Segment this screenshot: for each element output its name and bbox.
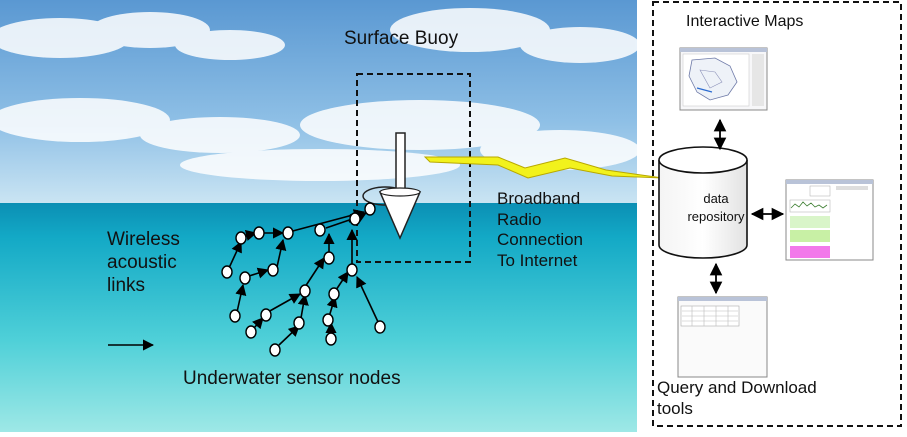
query-download-label: Query and Download tools xyxy=(657,378,817,419)
broadband-radio-label: Broadband Radio Connection To Internet xyxy=(497,189,583,272)
lightning-bolt-icon xyxy=(423,156,664,179)
broadband-line: Broadband xyxy=(497,189,581,208)
tools-line: tools xyxy=(657,398,693,418)
links-line: links xyxy=(107,275,146,297)
wireless-acoustic-links-label: Wireless acoustic links xyxy=(107,228,180,298)
query-tool-thumbnail[interactable] xyxy=(677,296,768,378)
data-repository-label: data repository xyxy=(676,190,756,225)
wireless-line: Wireless xyxy=(107,229,180,250)
interactive-maps-label: Interactive Maps xyxy=(686,13,804,30)
acoustic-line: acoustic xyxy=(107,252,177,274)
clouds xyxy=(0,8,640,181)
buoy-icon xyxy=(362,132,422,240)
repository-line: repository xyxy=(687,208,745,224)
radio-line: Radio xyxy=(497,209,542,229)
surface-buoy-label: Surface Buoy xyxy=(344,28,459,49)
database-cylinder-icon xyxy=(658,146,748,259)
interactive-map-thumbnail[interactable] xyxy=(679,47,768,111)
sensor-nodes xyxy=(221,202,386,357)
ocean-photo xyxy=(0,0,640,432)
data-flow-arrows xyxy=(709,118,785,295)
data-line: data xyxy=(703,191,729,206)
underwater-sensor-nodes-label: Underwater sensor nodes xyxy=(183,368,401,389)
time-series-thumbnail[interactable] xyxy=(785,179,874,261)
query-line: Query and Download xyxy=(657,378,817,397)
connection-line: Connection xyxy=(497,230,584,250)
to-internet-line: To Internet xyxy=(497,251,578,271)
